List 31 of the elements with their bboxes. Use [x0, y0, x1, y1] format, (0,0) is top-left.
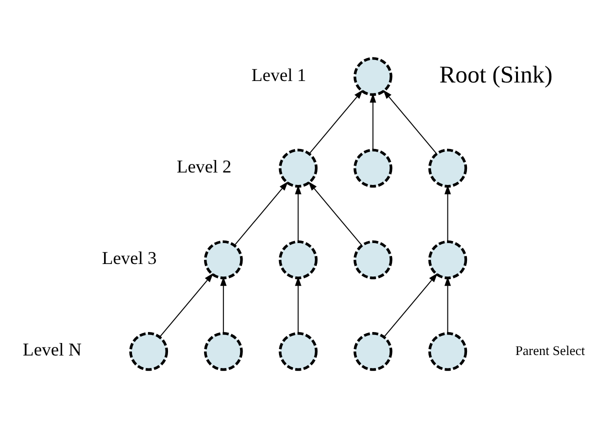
node-circle: [354, 56, 392, 96]
arrow: [294, 276, 302, 334]
node-label: Root (Sink): [439, 62, 553, 88]
arrow: [444, 184, 451, 242]
arrow: [294, 184, 302, 242]
node-circle: [354, 148, 392, 188]
arrow: [444, 276, 451, 334]
arrow: [234, 180, 288, 246]
label: Level N: [22, 339, 82, 360]
arrow: [308, 89, 363, 154]
arrow: [220, 276, 227, 334]
label: Level 2: [176, 156, 232, 176]
node-circle: [278, 332, 318, 370]
node-circle: [204, 240, 243, 279]
arrow: [370, 92, 376, 150]
node-circle: [428, 332, 468, 370]
node-circle: [428, 148, 468, 188]
node-circle: [204, 332, 243, 370]
node-circle: [428, 240, 468, 279]
arrow: [308, 180, 362, 246]
node-circle: [278, 148, 318, 188]
node-circle: [354, 240, 392, 279]
node-circle: [278, 240, 318, 279]
arrow: [159, 272, 214, 338]
label: Level 3: [102, 248, 157, 268]
arrow: [383, 89, 438, 154]
node-circle: [354, 332, 392, 370]
label: Parent Select: [515, 342, 585, 358]
node-circle: [129, 332, 168, 370]
label: Level 1: [252, 64, 306, 84]
arrow: [383, 272, 438, 338]
